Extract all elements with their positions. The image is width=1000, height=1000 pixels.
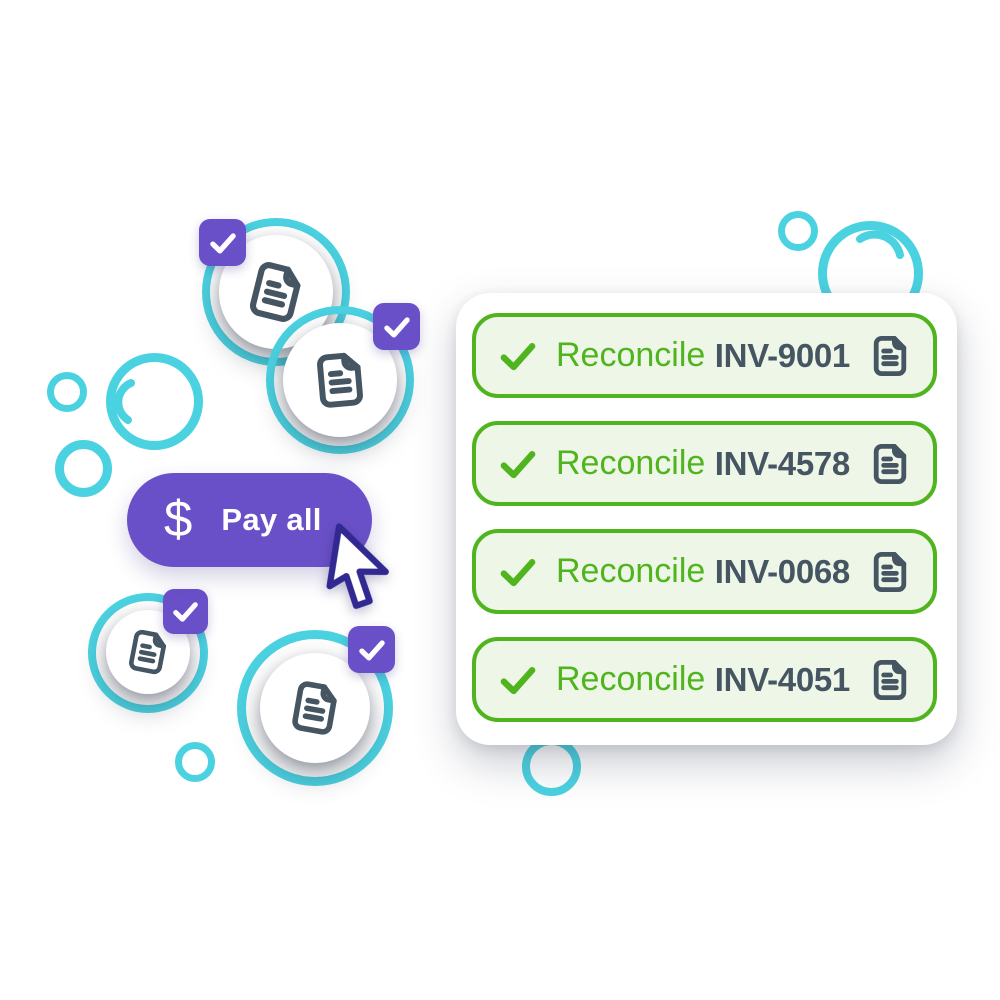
pay-all-label: Pay all — [221, 502, 322, 537]
reconcile-row[interactable]: Reconcile INV-0068 — [472, 529, 937, 614]
invoice-id: INV-0068 — [714, 552, 851, 590]
cursor-arrow-icon — [326, 523, 389, 609]
check-icon — [497, 335, 539, 377]
reconcile-row[interactable]: Reconcile INV-4578 — [472, 421, 937, 506]
bubble-ring — [522, 737, 581, 796]
check-icon — [208, 228, 238, 258]
invoice-disc — [260, 653, 370, 763]
bubble-ring — [175, 742, 215, 782]
bubble-icon — [106, 353, 203, 450]
document-icon — [867, 333, 913, 379]
checkbox[interactable] — [163, 589, 208, 634]
checkbox[interactable] — [373, 303, 420, 350]
dollar-icon: $ — [164, 489, 193, 547]
invoice-id: INV-4051 — [714, 660, 851, 698]
check-icon — [171, 597, 200, 626]
reconcile-row[interactable]: Reconcile INV-9001 — [472, 313, 937, 398]
pay-all-button[interactable]: $ Pay all — [127, 473, 372, 567]
reconcile-label: Reconcile — [556, 660, 706, 698]
reconcile-row[interactable]: Reconcile INV-4051 — [472, 637, 937, 722]
reconcile-label: Reconcile — [556, 444, 706, 482]
reconcile-label: Reconcile — [556, 336, 706, 374]
check-icon — [357, 635, 387, 665]
invoice-circle-ring — [266, 306, 414, 454]
reconcile-label: Reconcile — [556, 552, 706, 590]
invoice-circle-ring — [237, 630, 393, 786]
document-icon — [867, 549, 913, 595]
check-icon — [497, 443, 539, 485]
document-icon — [867, 441, 913, 487]
invoice-circle-ring — [88, 593, 208, 713]
bubble-ring — [778, 211, 818, 251]
document-icon — [281, 674, 348, 741]
document-icon — [306, 346, 373, 413]
document-icon — [867, 657, 913, 703]
bubble-ring — [55, 440, 112, 497]
invoice-card: Reconcile INV-9001 Reconcile INV-4578 Re… — [456, 293, 957, 745]
invoice-id: INV-9001 — [714, 336, 851, 374]
bubble-ring — [47, 372, 87, 412]
checkbox[interactable] — [199, 219, 246, 266]
check-icon — [497, 551, 539, 593]
check-icon — [497, 659, 539, 701]
checkbox[interactable] — [348, 626, 395, 673]
check-icon — [382, 312, 412, 342]
invoice-id: INV-4578 — [714, 444, 851, 482]
